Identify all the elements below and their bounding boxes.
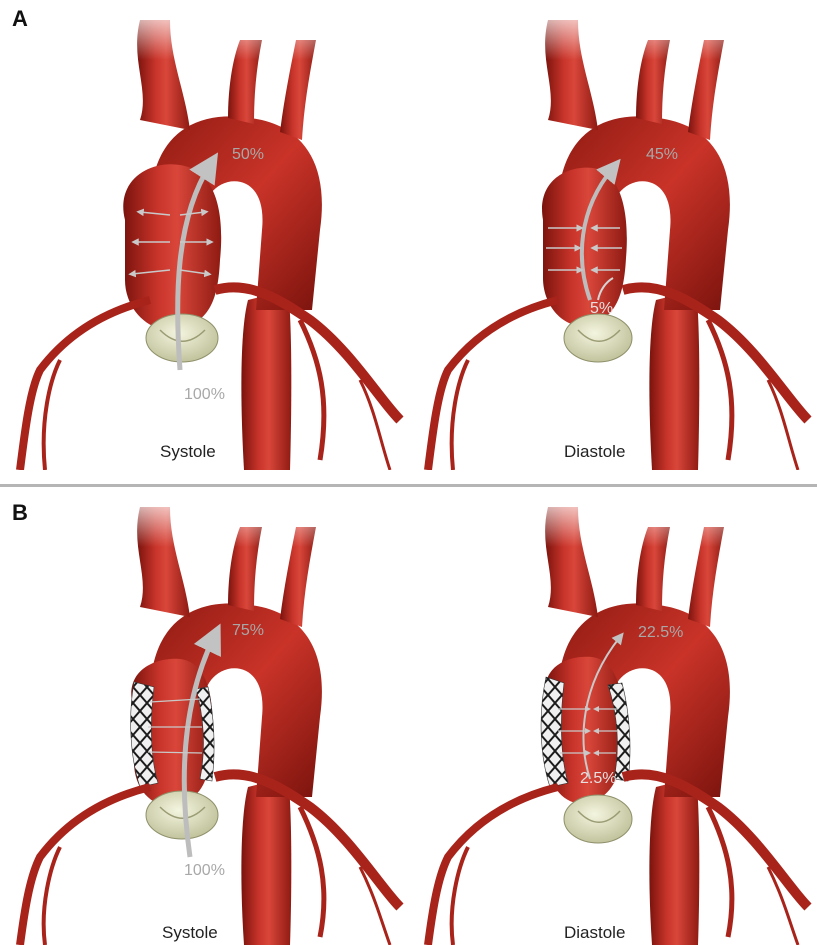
phase-label: Systole	[162, 923, 218, 943]
flow-percent-top: 22.5%	[638, 624, 683, 642]
flow-percent-wall: 5%	[590, 300, 613, 318]
flow-percent-bottom: 100%	[184, 862, 225, 880]
aorta-illustration	[408, 0, 816, 470]
flow-percent-top: 50%	[232, 146, 264, 164]
diagram-b-diastole: 22.5% 2.5% Diastole	[408, 487, 816, 945]
flow-percent-top: 45%	[646, 146, 678, 164]
diagram-a-diastole: 45% 5% Diastole	[408, 0, 816, 470]
flow-percent-wall: 2.5%	[580, 770, 616, 788]
diagram-b-systole: 75% 100% Systole	[0, 487, 408, 945]
flow-percent-top: 75%	[232, 622, 264, 640]
phase-label: Diastole	[564, 442, 625, 462]
aorta-illustration	[408, 487, 816, 945]
diagram-a-systole: 50% 100% Systole	[0, 0, 408, 470]
flow-percent-bottom: 100%	[184, 386, 225, 404]
phase-label: Systole	[160, 442, 216, 462]
phase-label: Diastole	[564, 923, 625, 943]
